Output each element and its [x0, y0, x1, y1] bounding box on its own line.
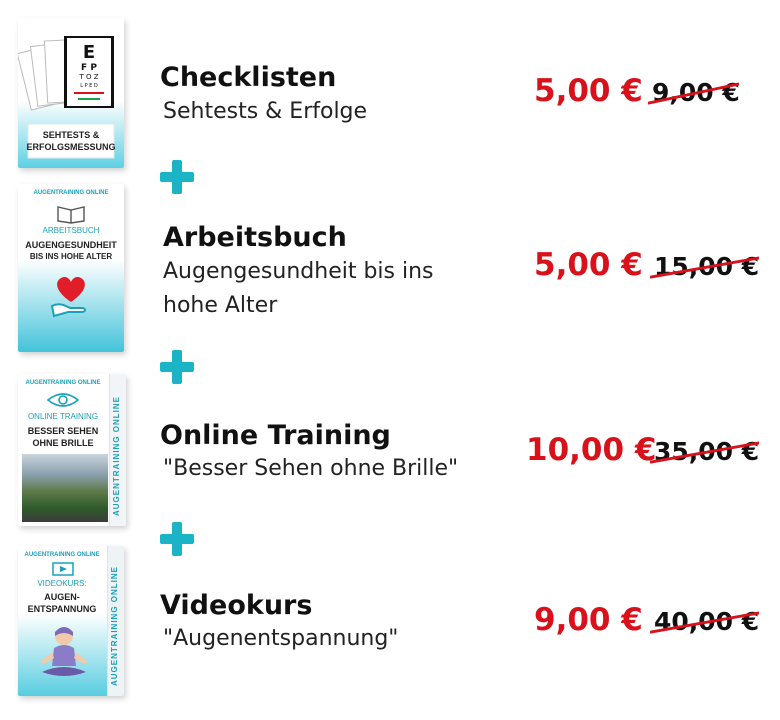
- old-price-text: 40,00 €: [654, 607, 760, 636]
- spine-text: AUGENTRAINING ONLINE: [110, 566, 119, 686]
- cover-text-line: VIDEOKURS:: [37, 579, 87, 588]
- svg-text:E: E: [83, 42, 95, 63]
- cover-text-line: OHNE BRILLE: [32, 438, 94, 448]
- cover-spine: AUGENTRAINING ONLINE: [109, 374, 126, 526]
- product-subtitle: "Augenentspannung": [163, 626, 399, 651]
- heart-hand-icon: [50, 276, 86, 318]
- cover-text-line: ONLINE TRAINING: [27, 412, 99, 421]
- product-old-price: 15,00 €: [650, 252, 760, 281]
- cover-text-line: BESSER SEHEN: [27, 426, 99, 436]
- plus-icon: [160, 522, 194, 556]
- svg-text:F P: F P: [81, 63, 97, 73]
- cover-text-line: BIS INS HOHE ALTER: [29, 252, 113, 261]
- book-icon: [57, 206, 85, 224]
- product-old-price: 9,00 €: [648, 78, 740, 107]
- product-subtitle: Sehtests & Erfolge: [163, 99, 368, 124]
- product-old-price: 40,00 €: [650, 607, 760, 636]
- old-price-text: 15,00 €: [654, 252, 760, 281]
- eye-chart-icon: E F P T O Z L P E D: [18, 36, 115, 159]
- product-title: Checklisten: [160, 62, 337, 93]
- product-title: Arbeitsbuch: [163, 222, 347, 253]
- cover-text-line: AUGEN-: [44, 592, 80, 602]
- cover-brand: AUGENTRAINING ONLINE: [24, 552, 100, 558]
- product-price: 9,00 €: [534, 602, 643, 638]
- svg-text:L P E D: L P E D: [80, 83, 98, 89]
- cover-text-line: AUGENGESUNDHEIT: [25, 240, 117, 250]
- product-price: 10,00 €: [526, 432, 657, 468]
- product-subtitle: "Besser Sehen ohne Brille": [163, 456, 459, 481]
- old-price-text: 35,00 €: [654, 437, 760, 466]
- cover-spine: AUGENTRAINING ONLINE: [107, 546, 124, 696]
- product-subtitle: Augengesundheit bis ins hohe Alter: [163, 259, 434, 318]
- cover-text-line: ENTSPANNUNG: [27, 604, 97, 614]
- plus-icon: [160, 160, 194, 194]
- cover-text-line: SEHTESTS &: [42, 130, 100, 140]
- product-title: Online Training: [160, 420, 391, 451]
- video-icon: [52, 562, 74, 576]
- old-price-text: 9,00 €: [652, 78, 740, 107]
- cover-text-line: ERFOLGSMESSUNG: [26, 142, 116, 152]
- cover-checklisten: E F P T O Z L P E D SEHTESTS & ERFOLGSME…: [18, 18, 124, 168]
- spine-text: AUGENTRAINING ONLINE: [112, 396, 121, 516]
- product-price: 5,00 €: [534, 247, 643, 283]
- cover-online-training: AUGENTRAINING ONLINE ONLINE TRAINING BES…: [18, 374, 126, 526]
- cover-landscape-image: [22, 454, 108, 522]
- cover-text-line: ARBEITSBUCH: [42, 226, 100, 235]
- cover-arbeitsbuch: AUGENTRAINING ONLINE ARBEITSBUCH AUGENGE…: [18, 184, 124, 352]
- product-title: Videokurs: [160, 590, 313, 621]
- plus-icon: [160, 350, 194, 384]
- cover-brand: AUGENTRAINING ONLINE: [33, 190, 109, 196]
- svg-text:T O Z: T O Z: [78, 73, 98, 81]
- cover-brand: AUGENTRAINING ONLINE: [25, 380, 101, 386]
- product-price: 5,00 €: [534, 73, 643, 109]
- eye-icon: [46, 393, 80, 407]
- product-old-price: 35,00 €: [650, 437, 760, 466]
- cover-videokurs: AUGENTRAINING ONLINE VIDEOKURS: AUGEN- E…: [18, 546, 124, 696]
- meditation-icon: [40, 627, 88, 676]
